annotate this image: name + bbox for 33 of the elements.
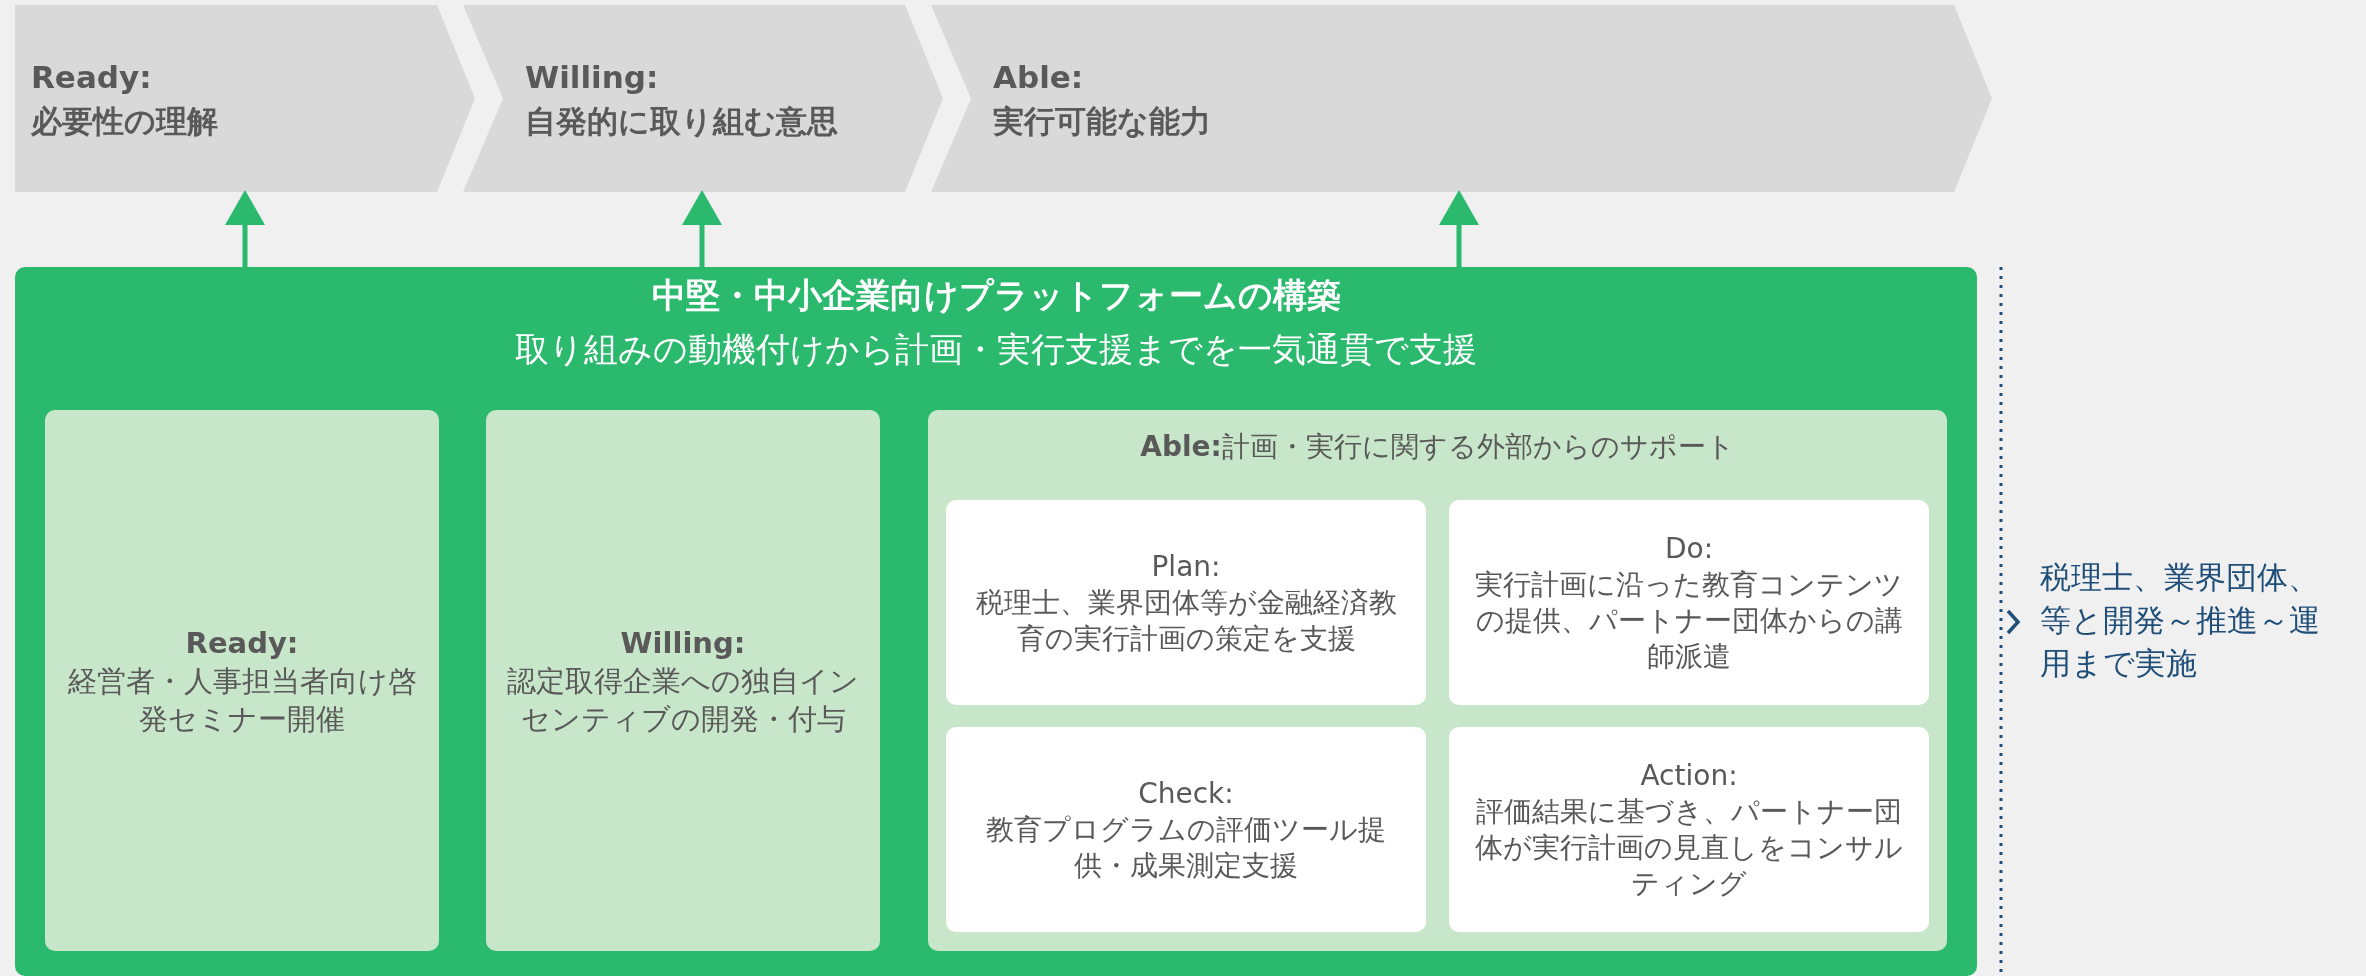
side-note: 税理士、業界団体、等と開発～推進～運用まで実施: [2040, 558, 2321, 683]
card-heading: Action:: [1640, 757, 1738, 794]
stage-card: [45, 410, 439, 951]
panel-heading: 中堅・中小企業向けプラットフォームの構築: [650, 274, 1342, 317]
card-heading: Check:: [1138, 775, 1234, 812]
card-heading: Plan:: [1151, 548, 1221, 585]
card-heading: Ready:: [185, 624, 299, 662]
arrow: [1439, 190, 1479, 267]
card-text: 認定取得企業への独自インセンティブの開発・付与: [506, 662, 860, 738]
panel-heading: Able:計画・実行に関する外部からのサポート: [1140, 429, 1735, 465]
stage-heading: Willing:: [525, 57, 660, 97]
card-heading: Do:: [1664, 530, 1714, 567]
pdca-card: [946, 727, 1426, 932]
arrow: [225, 190, 265, 267]
panel-subheading: 取り組みの動機付けから計画・実行支援までを一気通貫で支援: [514, 328, 1478, 371]
card-text: 評価結果に基づき、パートナー団体が実行計画の見直しをコンサルティング: [1474, 793, 1904, 902]
stage-text: 必要性の理解: [31, 101, 219, 141]
pdca-card: [1449, 500, 1929, 705]
stage-heading: Able:: [993, 57, 1085, 97]
stage-text: 実行可能な能力: [993, 101, 1212, 141]
card-text: 教育プログラムの評価ツール提供・成果測定支援: [985, 811, 1387, 884]
card-text: 実行計画に沿った教育コンテンツの提供、パートナー団体からの講師派遣: [1474, 566, 1904, 675]
card-text: 経営者・人事担当者向け啓発セミナー開催: [66, 662, 418, 738]
card-text: 税理士、業界団体等が金融経済教育の実行計画の策定を支援: [974, 584, 1398, 657]
arrow: [682, 190, 722, 267]
stage-card: [486, 410, 880, 951]
pdca-card: [946, 500, 1426, 705]
support-panel: [928, 410, 1947, 951]
platform-panel: [15, 267, 1977, 976]
card-heading: Willing:: [620, 624, 746, 662]
stage-text: 自発的に取り組む意思: [525, 101, 839, 141]
stage-heading: Ready:: [31, 57, 153, 97]
pdca-card: [1449, 727, 1929, 932]
